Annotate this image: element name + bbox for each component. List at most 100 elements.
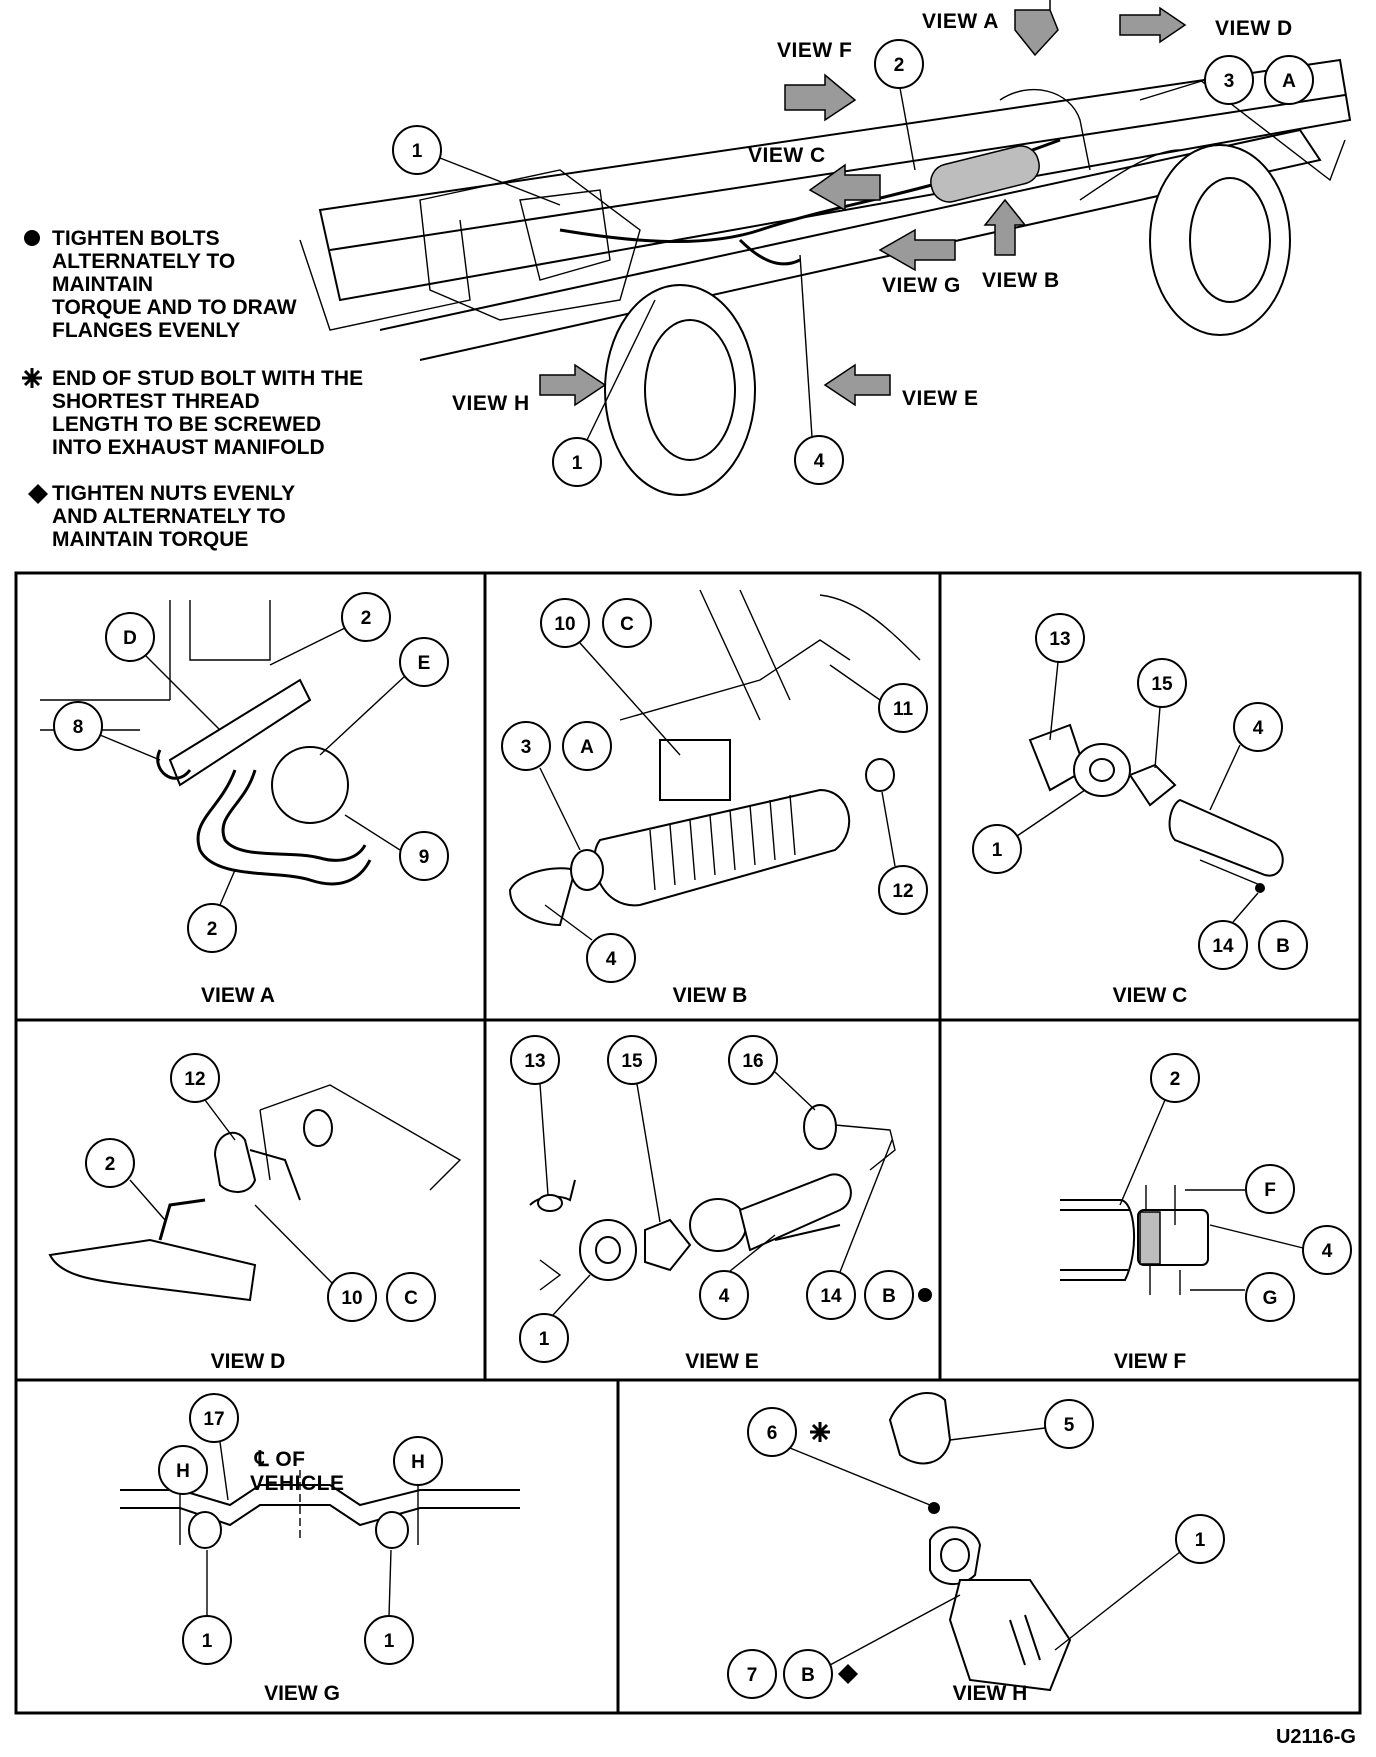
panel-grid: [14, 571, 1362, 1715]
chassis-overview: VIEW A VIEW D VIEW F VIEW C VIEW G VIEW …: [299, 0, 1352, 496]
label-view-g: VIEW G: [882, 274, 961, 297]
view-g-callout-1-left: 1: [202, 1631, 213, 1652]
callout-a: A: [1282, 71, 1296, 92]
notes-legend: TIGHTEN BOLTS ALTERNATELY TO MAINTAIN TO…: [22, 227, 363, 551]
note-3-line-2: AND ALTERNATELY TO: [52, 505, 286, 528]
diamond-symbol-h: [838, 1664, 858, 1684]
asterisk-symbol-h: [810, 1422, 830, 1442]
overview-callouts: 1 2 3 A 1 4: [392, 39, 1314, 487]
view-a-callout-e: E: [418, 653, 431, 674]
callout-1-bottom: 1: [572, 453, 583, 474]
view-h-callout-1: 1: [1195, 1530, 1206, 1551]
arrow-view-b: [983, 198, 1027, 256]
view-b-title: VIEW B: [673, 984, 748, 1007]
note-2-line-1: END OF STUD BOLT WITH THE: [52, 367, 363, 390]
view-e-callout-16: 16: [742, 1051, 763, 1072]
muffler-bracket: [659, 739, 731, 801]
panel-view-d: 12 2 10 C VIEW D: [48, 1053, 462, 1373]
panel-view-b: 10 C 11 3 A 12 4 VIEW B: [501, 589, 928, 1007]
bullet-symbol: [24, 230, 40, 246]
note-1-line-3: MAINTAIN: [52, 273, 153, 296]
view-a-callout-9: 9: [419, 847, 430, 868]
view-g-callout-h-right: H: [411, 1452, 425, 1473]
view-c-callout-b: B: [1276, 936, 1290, 957]
panel-view-f: 2 F 4 G VIEW F: [1060, 1053, 1352, 1373]
arrow-view-h: [539, 363, 607, 407]
exhaust-manifold: [888, 1391, 952, 1465]
label-view-a: VIEW A: [922, 10, 999, 33]
view-f-callout-4: 4: [1322, 1241, 1333, 1262]
front-wheel: [604, 284, 756, 496]
view-e-callout-4: 4: [719, 1286, 730, 1307]
frame-outline: [318, 58, 1352, 302]
view-g-callout-1-right: 1: [384, 1631, 395, 1652]
view-c-callout-13: 13: [1049, 629, 1070, 650]
flange-h: [929, 1526, 982, 1585]
tailpipe: [48, 1238, 257, 1302]
panel-view-c: 13 15 4 1 14 B VIEW C: [972, 613, 1308, 1007]
figure-code: U2116-G: [1276, 1726, 1356, 1748]
view-f-title: VIEW F: [1114, 1350, 1187, 1373]
arrow-view-a: [1014, 0, 1059, 57]
view-c-callout-1: 1: [992, 840, 1003, 861]
view-e-callout-15: 15: [621, 1051, 643, 1072]
centerline-label-line-1: ℄ OF: [254, 1448, 305, 1471]
callout-4: 4: [814, 451, 825, 472]
inlet-pipe: [1168, 798, 1284, 877]
note-2-line-3: LENGTH TO BE SCREWED: [52, 413, 321, 436]
insulator: [213, 1131, 257, 1193]
view-a-callout-2-bottom: 2: [207, 919, 218, 940]
bracket: [168, 678, 312, 787]
view-h-callout-5: 5: [1064, 1415, 1075, 1436]
callout-3: 3: [1224, 71, 1235, 92]
callout-2: 2: [894, 55, 905, 76]
view-d-title: VIEW D: [211, 1350, 286, 1373]
label-view-c: VIEW C: [748, 144, 826, 167]
view-b-callout-3: 3: [521, 737, 532, 758]
flange-e: [579, 1219, 637, 1281]
panel-view-a: D 2 E 8 9 2 VIEW A: [40, 592, 449, 1007]
view-g-callout-17: 17: [203, 1409, 224, 1430]
view-d-callout-10: 10: [341, 1288, 362, 1309]
converter-shield: [948, 1579, 1072, 1692]
callout-circle: [392, 125, 442, 175]
view-f-callout-2: 2: [1170, 1069, 1181, 1090]
label-view-e: VIEW E: [902, 387, 979, 410]
arrow-view-f: [784, 73, 857, 122]
view-arrows: [539, 0, 1187, 407]
note-1-line-1: TIGHTEN BOLTS: [52, 227, 220, 250]
note-2-line-2: SHORTEST THREAD: [52, 390, 260, 413]
view-d-callout-12: 12: [184, 1069, 205, 1090]
view-e-callout-13: 13: [524, 1051, 545, 1072]
clamp: [570, 849, 604, 891]
panel-view-g: 17 H H ℄ OF VEHICLE 1 1 VIEW G: [120, 1393, 520, 1705]
view-c-callout-15: 15: [1151, 674, 1173, 695]
view-b-callout-a: A: [580, 737, 594, 758]
view-a-callout-8: 8: [73, 717, 84, 738]
hanger-right: [375, 1511, 409, 1549]
view-d-callout-c: C: [404, 1288, 418, 1309]
view-e-callout-b: B: [882, 1286, 896, 1307]
view-c-title: VIEW C: [1113, 984, 1188, 1007]
label-view-f: VIEW F: [777, 39, 852, 62]
view-b-callout-12: 12: [892, 881, 913, 902]
view-a-callout-d: D: [123, 628, 137, 649]
note-1-line-5: FLANGES EVENLY: [52, 319, 240, 342]
panel-view-h: 6 5 1 7 B VIEW H: [727, 1391, 1225, 1705]
view-b-callout-11: 11: [893, 699, 914, 720]
view-e-callout-14: 14: [820, 1286, 842, 1307]
muffler: [930, 145, 1040, 203]
note-3-line-1: TIGHTEN NUTS EVENLY: [52, 482, 295, 505]
label-view-h: VIEW H: [452, 392, 530, 415]
view-h-callout-6: 6: [767, 1423, 778, 1444]
view-h-title: VIEW H: [953, 1682, 1028, 1705]
label-view-d: VIEW D: [1215, 17, 1293, 40]
view-g-title: VIEW G: [264, 1682, 340, 1705]
arrow-view-g: [878, 228, 956, 272]
arrow-view-d: [1119, 6, 1187, 44]
diamond-symbol: [28, 484, 48, 504]
view-g-callout-h-left: H: [176, 1461, 190, 1482]
view-h-callout-7: 7: [747, 1665, 758, 1686]
isolator-e: [803, 1104, 837, 1150]
